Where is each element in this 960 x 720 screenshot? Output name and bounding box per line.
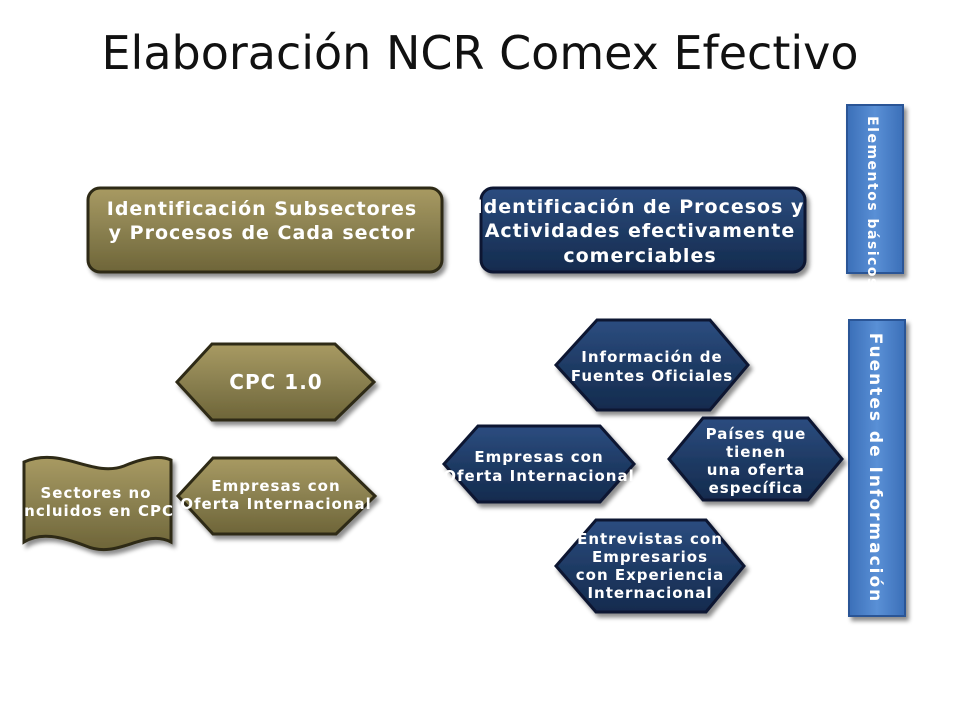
box-identificacion-procesos: Identificación de Procesos y Actividades…	[476, 186, 807, 274]
hexagon-paises-line4: específica	[709, 479, 804, 497]
sidebar-fuentes-informacion: Fuentes de Información	[848, 319, 906, 617]
hexagon-empresas-right-line1: Empresas con	[474, 448, 603, 466]
banner-sectores-line2: incluidos en CPC	[18, 502, 174, 520]
hexagon-empresas-right-line2: Oferta Internacional	[443, 467, 634, 485]
banner-sectores-no-incluidos: Sectores no incluidos en CPC	[18, 455, 174, 552]
box-procesos-line1: Identificación de Procesos y	[476, 196, 805, 218]
hexagon-entrevistas: Entrevistas con Empresarios con Experien…	[554, 518, 746, 614]
box-procesos-line2: Actividades efectivamente	[485, 220, 796, 242]
sidebar-fuentes-label: Fuentes de Información	[865, 333, 885, 604]
hexagon-empresas-left-line1: Empresas con	[211, 477, 340, 495]
hexagon-empresas-right: Empresas con Oferta Internacional	[441, 424, 637, 504]
hexagon-entrevistas-line4: Internacional	[587, 584, 712, 602]
hexagon-informacion-line1: Información de	[581, 348, 722, 366]
hexagon-paises-line3: una oferta	[707, 461, 805, 479]
sidebar-elementos-basicos: Elementos básicos	[846, 104, 904, 288]
hexagon-cpc-label: CPC 1.0	[229, 370, 322, 394]
sidebar-elementos-label: Elementos básicos	[864, 116, 880, 288]
hexagon-informacion-fuentes: Información de Fuentes Oficiales	[553, 318, 750, 412]
hexagon-cpc: CPC 1.0	[174, 342, 377, 422]
box-procesos-line3: comerciables	[563, 245, 716, 267]
hexagon-informacion-line2: Fuentes Oficiales	[571, 367, 733, 385]
hexagon-paises: Países que tienen una oferta específica	[667, 416, 844, 502]
hexagon-empresas-left: Empresas con Oferta Internacional	[175, 456, 378, 536]
hexagon-entrevistas-line3: con Experiencia	[576, 566, 724, 584]
slide-title: Elaboración NCR Comex Efectivo	[101, 26, 859, 80]
hexagon-entrevistas-line1: Entrevistas con	[577, 530, 723, 548]
hexagon-entrevistas-line2: Empresarios	[592, 548, 708, 566]
box-identificacion-subsectores: Identificación Subsectores y Procesos de…	[86, 186, 444, 274]
hexagon-paises-line1: Países que	[706, 425, 807, 443]
banner-sectores-line1: Sectores no	[40, 484, 151, 502]
hexagon-paises-line2: tienen	[726, 443, 786, 461]
hexagon-empresas-left-line2: Oferta Internacional	[180, 495, 371, 513]
box-subsectores-line2: y Procesos de Cada sector	[109, 222, 416, 244]
box-subsectores-line1: Identificación Subsectores	[107, 198, 417, 220]
